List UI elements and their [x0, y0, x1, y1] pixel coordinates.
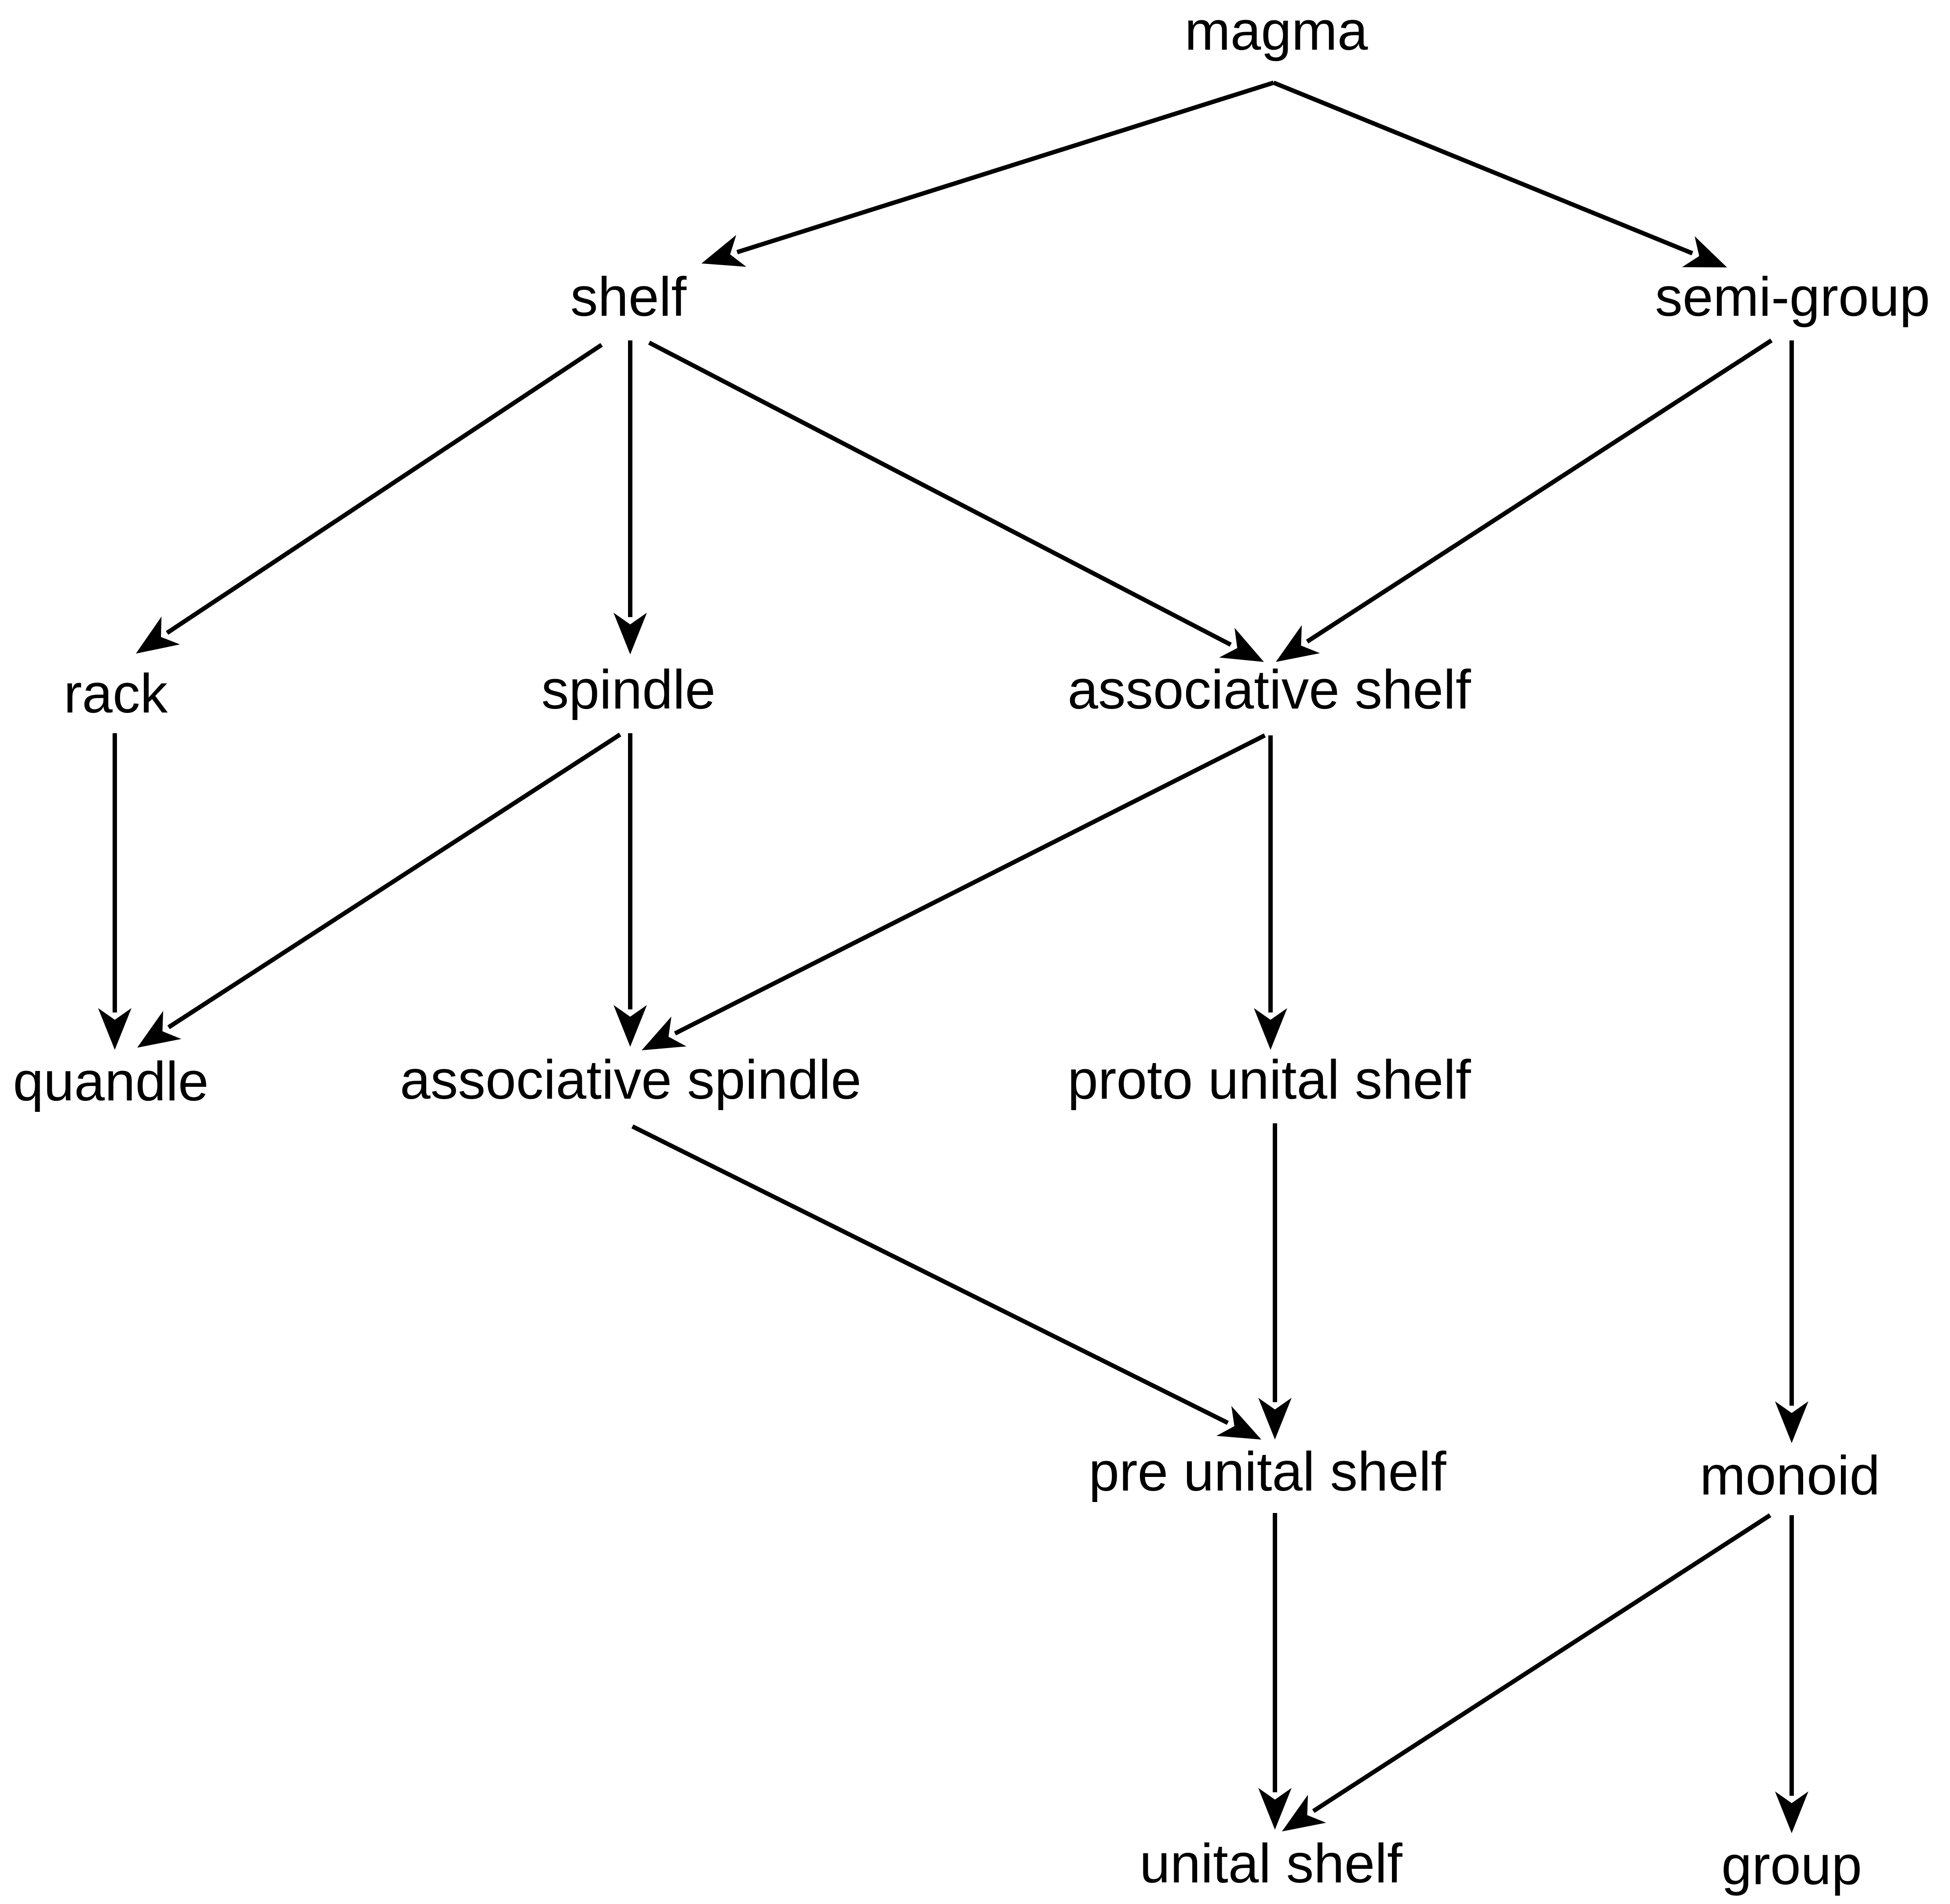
nodes-layer: magma shelf semi-group rack spindle asso… [13, 0, 1930, 1896]
edge-proto-unital-shelf-to-pre-unital-shelf [1258, 1123, 1292, 1440]
edge-magma-to-semi-group [1273, 80, 1727, 267]
arrowhead [1258, 1788, 1292, 1830]
edge-shelf-to-spindle [613, 340, 647, 654]
edge-line [631, 1124, 1229, 1425]
edge-line [1273, 80, 1694, 256]
edge-line [167, 732, 621, 1029]
node-rack: rack [64, 663, 168, 724]
arrowhead [1282, 1794, 1326, 1831]
arrowhead [1216, 1406, 1261, 1440]
edge-line [1312, 1513, 1771, 1813]
arrowhead [1775, 1401, 1808, 1443]
node-pre-unital-shelf: pre unital shelf [1089, 1441, 1446, 1502]
edge-monoid-to-unital-shelf [1282, 1513, 1771, 1831]
node-associative-shelf: associative shelf [1067, 659, 1471, 720]
arrowhead [1258, 1398, 1292, 1440]
node-spindle: spindle [541, 659, 716, 720]
edge-line [166, 343, 603, 635]
arrowhead [1276, 625, 1320, 662]
edge-line [736, 80, 1274, 255]
edge-magma-to-shelf [701, 80, 1274, 267]
edge-line [1306, 338, 1773, 643]
node-shelf: shelf [570, 267, 687, 328]
arrowhead [98, 1008, 131, 1050]
node-associative-spindle: associative spindle [400, 1049, 861, 1111]
edge-associative-shelf-to-proto-unital-shelf [1254, 735, 1287, 1050]
node-unital-shelf: unital shelf [1139, 1833, 1402, 1894]
edge-shelf-to-associative-shelf [648, 340, 1264, 662]
arrowhead [136, 616, 180, 654]
arrowhead [1254, 1008, 1287, 1050]
edge-shelf-to-rack [136, 343, 603, 654]
edges-layer [98, 80, 1808, 1833]
edge-spindle-to-associative-spindle [613, 733, 647, 1047]
node-group: group [1721, 1835, 1862, 1896]
arrowhead [642, 1016, 687, 1050]
edge-associative-shelf-to-associative-spindle [642, 733, 1266, 1050]
edge-semi-group-to-associative-shelf [1276, 338, 1773, 662]
edge-line [648, 340, 1232, 647]
node-quandle: quandle [13, 1051, 209, 1112]
node-monoid: monoid [1700, 1445, 1880, 1506]
arrowhead [137, 1011, 182, 1048]
edge-spindle-to-quandle [137, 732, 621, 1048]
arrowhead [613, 613, 647, 654]
edge-pre-unital-shelf-to-unital-shelf [1258, 1513, 1292, 1830]
arrowhead [1775, 1791, 1808, 1833]
arrowhead [613, 1005, 647, 1047]
arrowhead [1682, 236, 1727, 267]
edge-semi-group-to-monoid [1775, 340, 1808, 1443]
edge-rack-to-quandle [98, 733, 131, 1050]
edge-line [674, 733, 1266, 1036]
node-proto-unital-shelf: proto unital shelf [1067, 1049, 1471, 1111]
edge-monoid-to-group [1775, 1515, 1808, 1833]
node-magma: magma [1185, 0, 1368, 62]
node-semi-group: semi-group [1655, 267, 1930, 328]
edge-associative-spindle-to-pre-unital-shelf [631, 1124, 1261, 1440]
arrowhead [1219, 628, 1264, 662]
arrowhead [701, 235, 747, 267]
